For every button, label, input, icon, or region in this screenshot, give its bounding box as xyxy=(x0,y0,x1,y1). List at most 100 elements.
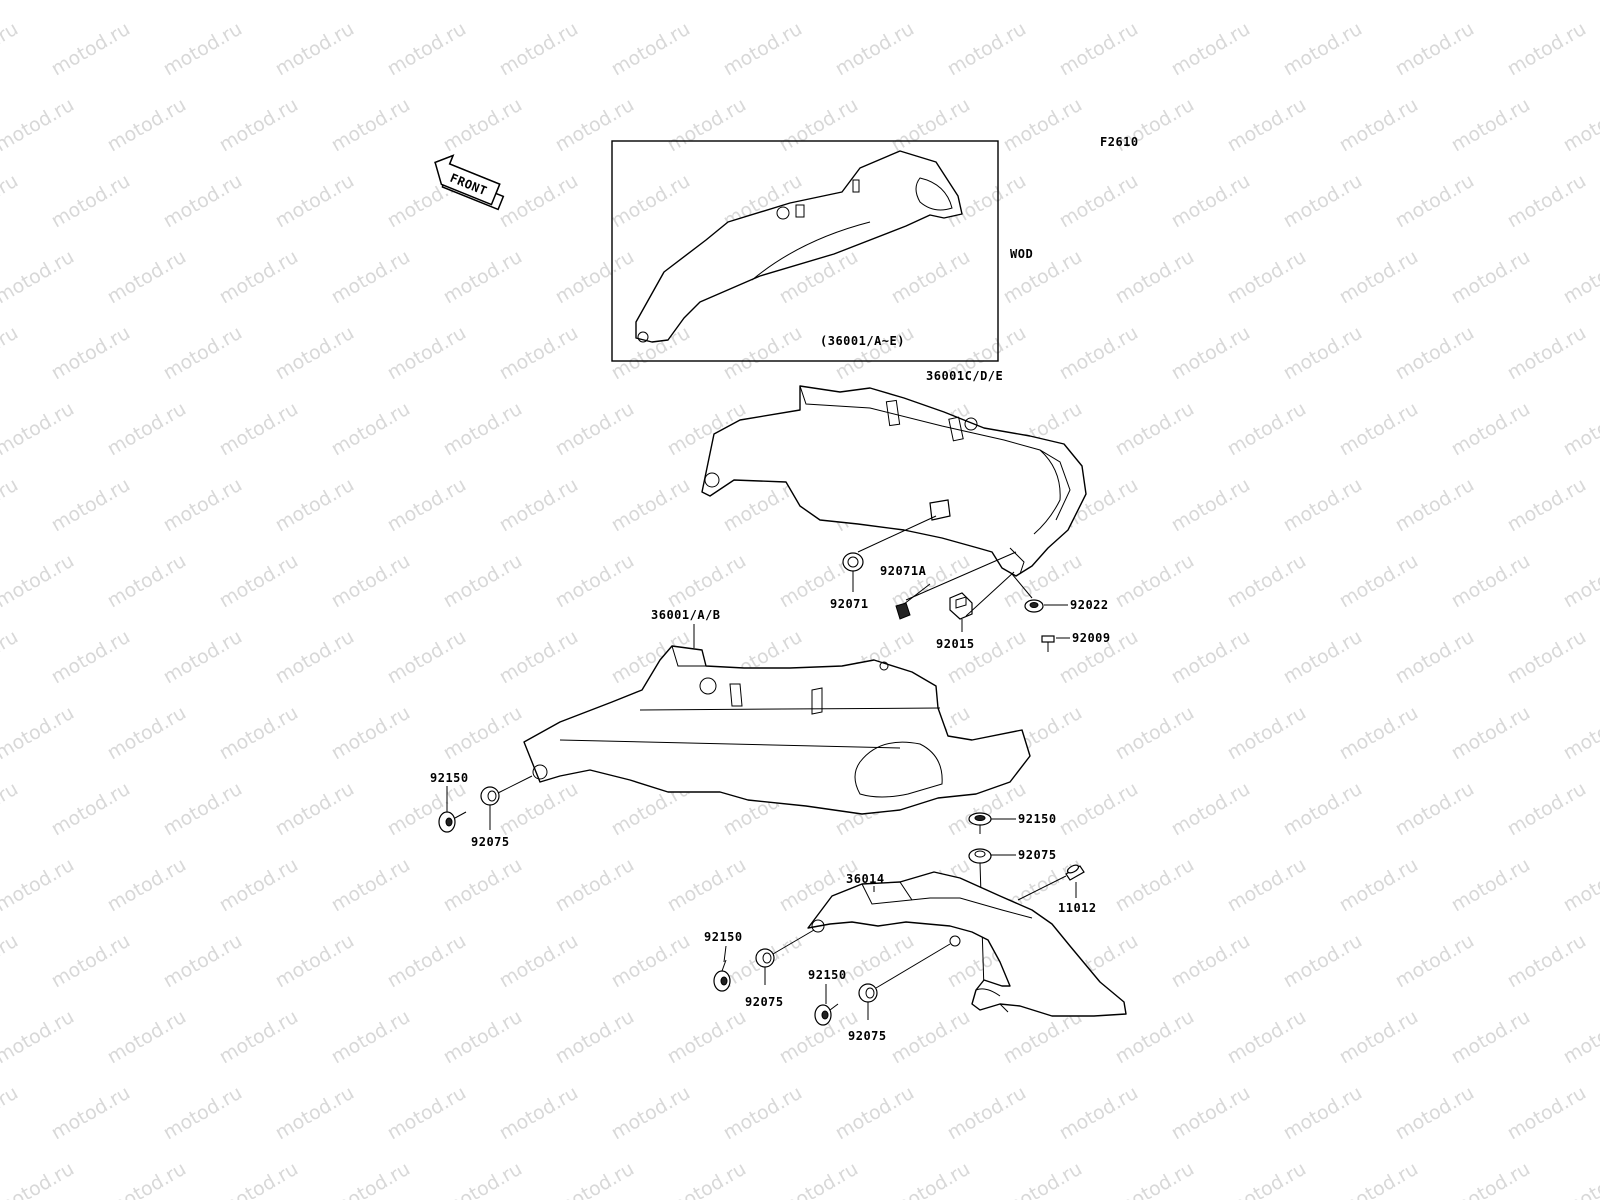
watermark-text: motod.ru xyxy=(272,474,358,537)
watermark-text: motod.ru xyxy=(832,18,918,81)
watermark-text: motod.ru xyxy=(1504,1082,1590,1145)
watermark-text: motod.ru xyxy=(1168,930,1254,993)
watermark-text: motod.ru xyxy=(328,1158,414,1200)
label-chain-bolt-mid: 92150 xyxy=(808,968,847,982)
label-chain-collar-left: 92075 xyxy=(745,995,784,1009)
watermark-text: motod.ru xyxy=(1112,702,1198,765)
watermark-text: motod.ru xyxy=(1336,550,1422,613)
watermark-text: motod.ru xyxy=(1224,854,1310,917)
watermark-text: motod.ru xyxy=(944,1082,1030,1145)
watermark-text: motod.ru xyxy=(944,18,1030,81)
watermark-text: motod.ru xyxy=(888,1006,974,1069)
watermark-text: motod.ru xyxy=(1224,94,1310,157)
watermark-text: motod.ru xyxy=(1336,702,1422,765)
watermark-text: motod.ru xyxy=(552,94,638,157)
watermark-text: motod.ru xyxy=(776,0,862,4)
watermark-text: motod.ru xyxy=(440,0,526,4)
bolt-92150-top xyxy=(968,812,992,834)
watermark-text: motod.ru xyxy=(440,398,526,461)
watermark-text: motod.ru xyxy=(1280,1082,1366,1145)
watermark-text: motod.ru xyxy=(496,322,582,385)
watermark-text: motod.ru xyxy=(1504,778,1590,841)
watermark-text: motod.ru xyxy=(888,246,974,309)
bolt-92150-chain-left xyxy=(713,959,731,992)
label-chain-cover: 36014 xyxy=(846,872,885,886)
watermark-text: motod.ru xyxy=(552,854,638,917)
watermark-text: motod.ru xyxy=(272,322,358,385)
watermark-text: motod.ru xyxy=(1336,854,1422,917)
bolt-92150-chain-mid xyxy=(814,1003,839,1026)
watermark-text: motod.ru xyxy=(272,626,358,689)
watermark-text: motod.ru xyxy=(104,0,190,4)
watermark-text: motod.ru xyxy=(1392,1082,1478,1145)
grommet-92071 xyxy=(842,552,864,572)
watermark-text: motod.ru xyxy=(328,1006,414,1069)
inset-part-ref: (36001/A~E) xyxy=(820,334,905,348)
label-chain-collar-mid: 92075 xyxy=(848,1029,887,1043)
watermark-text: motod.ru xyxy=(496,170,582,233)
watermark-text: motod.ru xyxy=(552,1158,638,1200)
watermark-text: motod.ru xyxy=(664,550,750,613)
watermark-text: motod.ru xyxy=(1560,550,1600,613)
watermark-text: motod.ru xyxy=(888,1158,974,1200)
watermark-text: motod.ru xyxy=(48,626,134,689)
collar-92075-chain-left xyxy=(755,948,775,968)
label-washer: 92022 xyxy=(1070,598,1109,612)
watermark-text: motod.ru xyxy=(272,1082,358,1145)
watermark-text: motod.ru xyxy=(496,18,582,81)
watermark-text: motod.ru xyxy=(384,322,470,385)
watermark-text: motod.ru xyxy=(160,322,246,385)
watermark-text: motod.ru xyxy=(104,702,190,765)
inset-label: WOD xyxy=(1010,247,1033,261)
watermark-text: motod.ru xyxy=(0,246,78,309)
watermark-text: motod.ru xyxy=(1168,18,1254,81)
watermark-text: motod.ru xyxy=(104,854,190,917)
watermark-text: motod.ru xyxy=(664,94,750,157)
inset-cover-part xyxy=(635,150,963,343)
watermark-text: motod.ru xyxy=(1560,94,1600,157)
watermark-text: motod.ru xyxy=(328,0,414,4)
bolt-92150-lower-left xyxy=(438,811,467,833)
label-grommet-a: 92071A xyxy=(880,564,927,578)
watermark-text: motod.ru xyxy=(216,854,302,917)
watermark-text: motod.ru xyxy=(272,930,358,993)
watermark-text: motod.ru xyxy=(720,322,806,385)
watermark-text: motod.ru xyxy=(1392,626,1478,689)
watermark-text: motod.ru xyxy=(48,18,134,81)
watermark-text: motod.ru xyxy=(1168,1082,1254,1145)
watermark-text: motod.ru xyxy=(0,1158,78,1200)
watermark-text: motod.ru xyxy=(48,778,134,841)
watermark-text: motod.ru xyxy=(1504,474,1590,537)
watermark-text: motod.ru xyxy=(440,94,526,157)
watermark-text: motod.ru xyxy=(0,930,22,993)
watermark-text: motod.ru xyxy=(888,94,974,157)
watermark-text: motod.ru xyxy=(104,246,190,309)
watermark-text: motod.ru xyxy=(1112,1158,1198,1200)
watermark-text: motod.ru xyxy=(0,854,78,917)
watermark-text: motod.ru xyxy=(1224,1006,1310,1069)
watermark-text: motod.ru xyxy=(1448,1006,1534,1069)
washer-92022 xyxy=(1024,599,1044,613)
watermark-text: motod.ru xyxy=(552,0,638,4)
collar-92075-chain-mid xyxy=(858,983,878,1003)
watermark-text: motod.ru xyxy=(552,398,638,461)
watermark-text: motod.ru xyxy=(160,18,246,81)
watermark-text: motod.ru xyxy=(552,550,638,613)
watermark-text: motod.ru xyxy=(384,474,470,537)
watermark-text: motod.ru xyxy=(0,398,78,461)
watermark-text: motod.ru xyxy=(48,930,134,993)
watermark-text: motod.ru xyxy=(1280,322,1366,385)
watermark-text: motod.ru xyxy=(1336,1006,1422,1069)
watermark-text: motod.ru xyxy=(832,322,918,385)
watermark-text: motod.ru xyxy=(832,930,918,993)
watermark-text: motod.ru xyxy=(1056,1082,1142,1145)
watermark-text: motod.ru xyxy=(1336,94,1422,157)
watermark-text: motod.ru xyxy=(1448,702,1534,765)
watermark-text: motod.ru xyxy=(384,626,470,689)
watermark-text: motod.ru xyxy=(0,170,22,233)
watermark-text: motod.ru xyxy=(496,474,582,537)
watermark-text: motod.ru xyxy=(496,930,582,993)
watermark-text: motod.ru xyxy=(1336,1158,1422,1200)
watermark-text: motod.ru xyxy=(496,1082,582,1145)
